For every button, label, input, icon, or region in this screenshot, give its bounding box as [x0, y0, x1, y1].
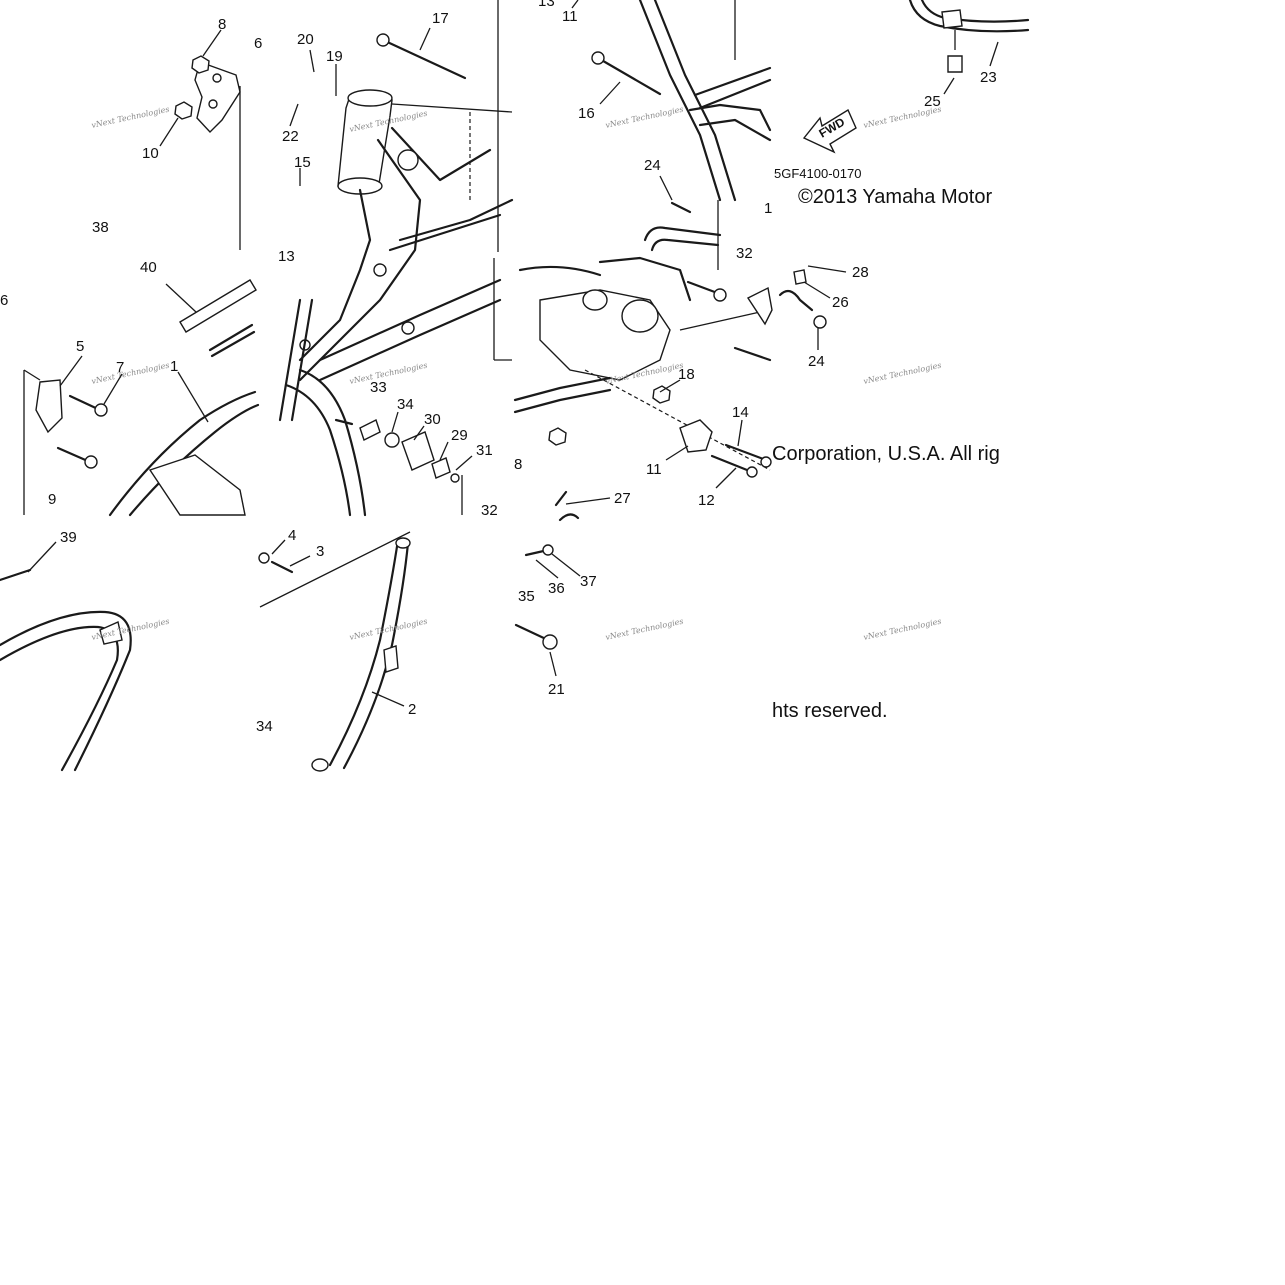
callout-6: 6 — [0, 292, 8, 309]
svg-text:vNext Technologies: vNext Technologies — [605, 105, 685, 130]
frame-linework — [0, 0, 1030, 772]
callout-37: 37 — [580, 573, 597, 590]
callout-24: 24 — [808, 353, 825, 370]
callout-8: 8 — [218, 16, 226, 33]
copyright-line-1: ©2013 Yamaha Motor — [798, 186, 992, 208]
callout-21: 21 — [548, 681, 565, 698]
callout-32: 32 — [481, 502, 498, 519]
svg-text:vNext Technologies: vNext Technologies — [863, 361, 943, 386]
callout-13: 13 — [278, 248, 295, 265]
callout-28: 28 — [852, 264, 869, 281]
callout-34: 34 — [397, 396, 414, 413]
callout-23: 23 — [980, 69, 997, 86]
callout-29: 29 — [451, 427, 468, 444]
copyright-line-2: Corporation, U.S.A. All rig — [772, 443, 1000, 465]
svg-text:vNext Technologies: vNext Technologies — [349, 361, 429, 386]
callout-14: 14 — [732, 404, 749, 421]
callout-24: 24 — [644, 157, 661, 174]
callout-5: 5 — [76, 338, 84, 355]
callout-22: 22 — [282, 128, 299, 145]
callout-11: 11 — [646, 461, 662, 478]
callout-13: 13 — [538, 0, 555, 10]
svg-text:vNext Technologies: vNext Technologies — [863, 617, 943, 642]
callout-25: 25 — [924, 93, 941, 110]
callout-20: 20 — [297, 31, 314, 48]
callout-31: 31 — [476, 442, 493, 459]
svg-text:vNext Technologies: vNext Technologies — [605, 617, 685, 642]
callout-26: 26 — [832, 294, 849, 311]
callout-12: 12 — [698, 492, 715, 509]
diagram-code: 5GF4100-0170 — [774, 166, 861, 181]
callout-7: 7 — [116, 359, 124, 376]
callout-27: 27 — [614, 490, 631, 507]
callout-40: 40 — [140, 259, 157, 276]
callout-1: 1 — [170, 358, 178, 375]
copyright-line-3: hts reserved. — [772, 700, 888, 722]
callout-labels: 8 6 20 19 17 13 11 23 25 16 10 22 24 15 … — [0, 0, 997, 735]
svg-text:vNext Technologies: vNext Technologies — [349, 617, 429, 642]
callout-33: 33 — [370, 379, 387, 396]
callout-15: 15 — [294, 154, 311, 171]
callout-17: 17 — [432, 10, 449, 27]
callout-11: 11 — [562, 8, 578, 25]
callout-36: 36 — [548, 580, 565, 597]
callout-32: 32 — [736, 245, 753, 262]
callout-39: 39 — [60, 529, 77, 546]
callout-10: 10 — [142, 145, 159, 162]
callout-35: 35 — [518, 588, 535, 605]
callout-3: 3 — [316, 543, 324, 560]
callout-1: 1 — [764, 200, 772, 217]
callout-18: 18 — [678, 366, 695, 383]
leader-lines — [27, 0, 999, 707]
callout-8: 8 — [514, 456, 522, 473]
svg-text:vNext Technologies: vNext Technologies — [91, 105, 171, 130]
callout-34: 34 — [256, 718, 273, 735]
callout-6: 6 — [254, 35, 262, 52]
callout-19: 19 — [326, 48, 343, 65]
svg-text:vNext Technologies: vNext Technologies — [91, 361, 171, 386]
callout-4: 4 — [288, 527, 296, 544]
callout-16: 16 — [578, 105, 595, 122]
callout-30: 30 — [424, 411, 441, 428]
callout-38: 38 — [92, 219, 109, 236]
callout-2: 2 — [408, 701, 416, 718]
callout-9: 9 — [48, 491, 56, 508]
